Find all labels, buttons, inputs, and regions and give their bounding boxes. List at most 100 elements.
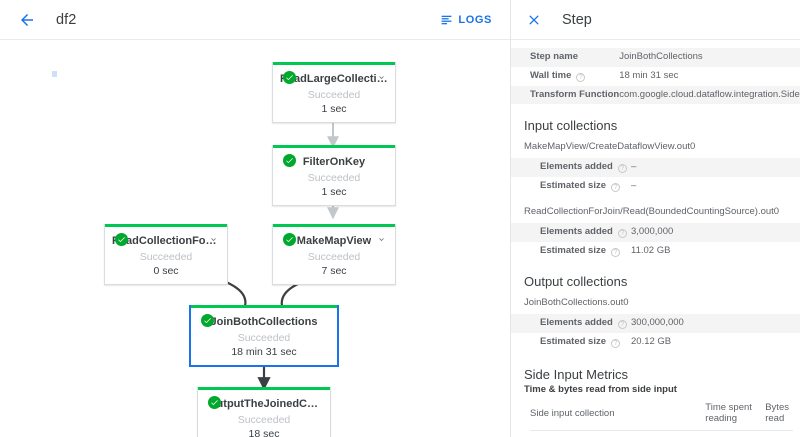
close-icon[interactable]	[524, 10, 544, 30]
cell-time-spent-reading: 10 min 3 sec	[705, 430, 766, 437]
arrow-left-icon[interactable]	[16, 9, 38, 31]
logs-icon	[442, 15, 452, 25]
node-title: ReadCollectionForJoin	[112, 235, 220, 247]
help-icon[interactable]: ?	[617, 163, 627, 173]
row-value: com.google.cloud.dataflow.integration.Si…	[619, 88, 800, 100]
output-collections-title: Output collections	[524, 274, 628, 290]
success-check-icon	[283, 71, 296, 84]
row-key: Elements added?	[511, 314, 631, 333]
job-graph-canvas[interactable]: ReadLargeCollectionFr… Succeeded 1 sec	[0, 41, 510, 437]
node-time-label: 1 sec	[321, 103, 347, 115]
chevron-down-icon[interactable]	[376, 72, 386, 82]
row-key: Wall time?	[511, 67, 619, 86]
graph-node-read-collection-for-join[interactable]: ReadCollectionForJoin Succeeded 0 sec	[104, 224, 228, 285]
help-icon[interactable]: ?	[576, 72, 586, 82]
node-time-label: 0 sec	[153, 265, 179, 277]
help-icon[interactable]: ?	[617, 319, 627, 329]
success-check-icon	[201, 314, 214, 327]
node-time-label: 7 sec	[321, 265, 347, 277]
node-status-bar	[105, 224, 227, 227]
row-key: Estimated size?	[511, 177, 631, 196]
step-summary-table: Step name JoinBothCollections Wall time?…	[511, 48, 800, 105]
table-row: Elements added? –	[511, 157, 800, 177]
step-details-panel: Step Step name JoinBothCollections Wall …	[511, 0, 800, 437]
graph-node-make-map-view[interactable]: MakeMapView Succeeded 7 sec	[272, 224, 396, 285]
table-row: Elements added? 300,000,000	[511, 313, 800, 333]
table-row: Estimated size? 20.12 GB	[511, 333, 800, 352]
chevron-down-icon[interactable]	[376, 234, 386, 244]
help-icon[interactable]: ?	[611, 182, 620, 192]
graph-edges	[186, 107, 342, 391]
node-title: JoinBothCollections	[210, 316, 318, 328]
table-row: Elements added? 3,000,000	[511, 222, 800, 242]
row-value: 18 min 31 sec	[619, 69, 679, 81]
node-status-bar	[273, 145, 395, 148]
help-icon[interactable]: ?	[611, 338, 620, 348]
graph-node-join-both-collections[interactable]: JoinBothCollections Succeeded 18 min 31 …	[189, 305, 339, 367]
output-collection-name: JoinBothCollections.out0	[524, 297, 629, 309]
input-collection-name: ReadCollectionForJoin/Read(BoundedCounti…	[524, 206, 780, 218]
table-row: Transform Function com.google.cloud.data…	[511, 85, 800, 105]
side-input-metrics-subtitle: Time & bytes read from side input	[524, 384, 677, 396]
table-row: Estimated size? 11.02 GB	[511, 242, 800, 261]
success-check-icon	[115, 233, 128, 246]
logs-button[interactable]: LOGS	[436, 9, 496, 30]
table-row: Estimated size? –	[511, 177, 800, 196]
node-status-bar	[273, 224, 395, 227]
node-status-bar	[198, 387, 330, 390]
node-title: OutputTheJoinedCollec…	[208, 398, 320, 410]
node-time-label: 1 sec	[321, 186, 347, 198]
node-time-label: 18 sec	[248, 428, 280, 437]
table-row: Wall time? 18 min 31 sec	[511, 67, 800, 86]
row-key: Elements added?	[511, 158, 631, 177]
row-key-label: Wall time	[530, 69, 572, 81]
node-status-label: Succeeded	[307, 172, 361, 184]
row-value: 300,000,000	[631, 316, 684, 328]
row-value: 11.02 GB	[631, 244, 671, 256]
cell-side-input-collection: MakeMapView/CreateDataflowView.out0	[530, 430, 706, 437]
step-panel-body: Step name JoinBothCollections Wall time?…	[511, 40, 800, 437]
top-bar: df2 LOGS	[0, 0, 510, 40]
graph-node-output-the-joined-collection[interactable]: OutputTheJoinedCollec… Succeeded 18 sec	[197, 387, 331, 437]
job-graph-pane: df2 LOGS	[0, 0, 511, 437]
cell-bytes-read: 10.14 GB	[765, 430, 793, 437]
step-panel-title: Step	[562, 11, 592, 28]
chevron-down-icon[interactable]	[208, 234, 218, 244]
row-value: –	[631, 160, 637, 172]
row-key-label: Estimated size	[540, 335, 606, 347]
table-header-row: Side input collection Time spent reading…	[530, 398, 793, 432]
row-key-label: Elements added	[540, 160, 613, 172]
graph-node-read-large-collection[interactable]: ReadLargeCollectionFr… Succeeded 1 sec	[272, 62, 396, 123]
input-collection-0-table: Elements added? – Estimated size? –	[511, 157, 800, 196]
table-row: MakeMapView/CreateDataflowView.out0 10 m…	[530, 430, 793, 437]
help-icon[interactable]: ?	[617, 228, 627, 238]
node-time-label: 18 min 31 sec	[231, 346, 297, 358]
step-panel-header: Step	[511, 0, 800, 40]
side-input-metrics-table: Side input collection Time spent reading…	[530, 398, 793, 437]
node-title: FilterOnKey	[302, 156, 366, 168]
row-key-label: Estimated size	[540, 179, 606, 191]
graph-node-filter-on-key[interactable]: FilterOnKey Succeeded 1 sec	[272, 145, 396, 206]
row-value: JoinBothCollections	[619, 51, 703, 62]
row-value: 20.12 GB	[631, 335, 672, 347]
side-input-metrics-title: Side Input Metrics	[524, 367, 629, 383]
row-key-label: Estimated size	[540, 244, 606, 256]
column-header-side-input-collection: Side input collection	[530, 398, 706, 432]
success-check-icon	[208, 396, 221, 409]
input-collection-1-table: Elements added? 3,000,000 Estimated size…	[511, 222, 800, 261]
row-key: Estimated size?	[511, 333, 631, 352]
help-icon[interactable]: ?	[611, 247, 620, 257]
row-key: Elements added?	[511, 223, 631, 242]
table-row: Step name JoinBothCollections	[511, 48, 800, 67]
node-status-label: Succeeded	[237, 332, 291, 344]
node-status-label: Succeeded	[307, 89, 361, 101]
success-check-icon	[283, 233, 296, 246]
logs-button-label: LOGS	[458, 13, 492, 26]
node-status-label: Succeeded	[307, 251, 361, 263]
node-status-bar	[273, 62, 395, 65]
row-key-label: Elements added	[540, 316, 613, 328]
row-value: 3,000,000	[631, 225, 674, 237]
canvas-artifact-dot	[52, 71, 57, 77]
page-title: df2	[56, 11, 77, 28]
